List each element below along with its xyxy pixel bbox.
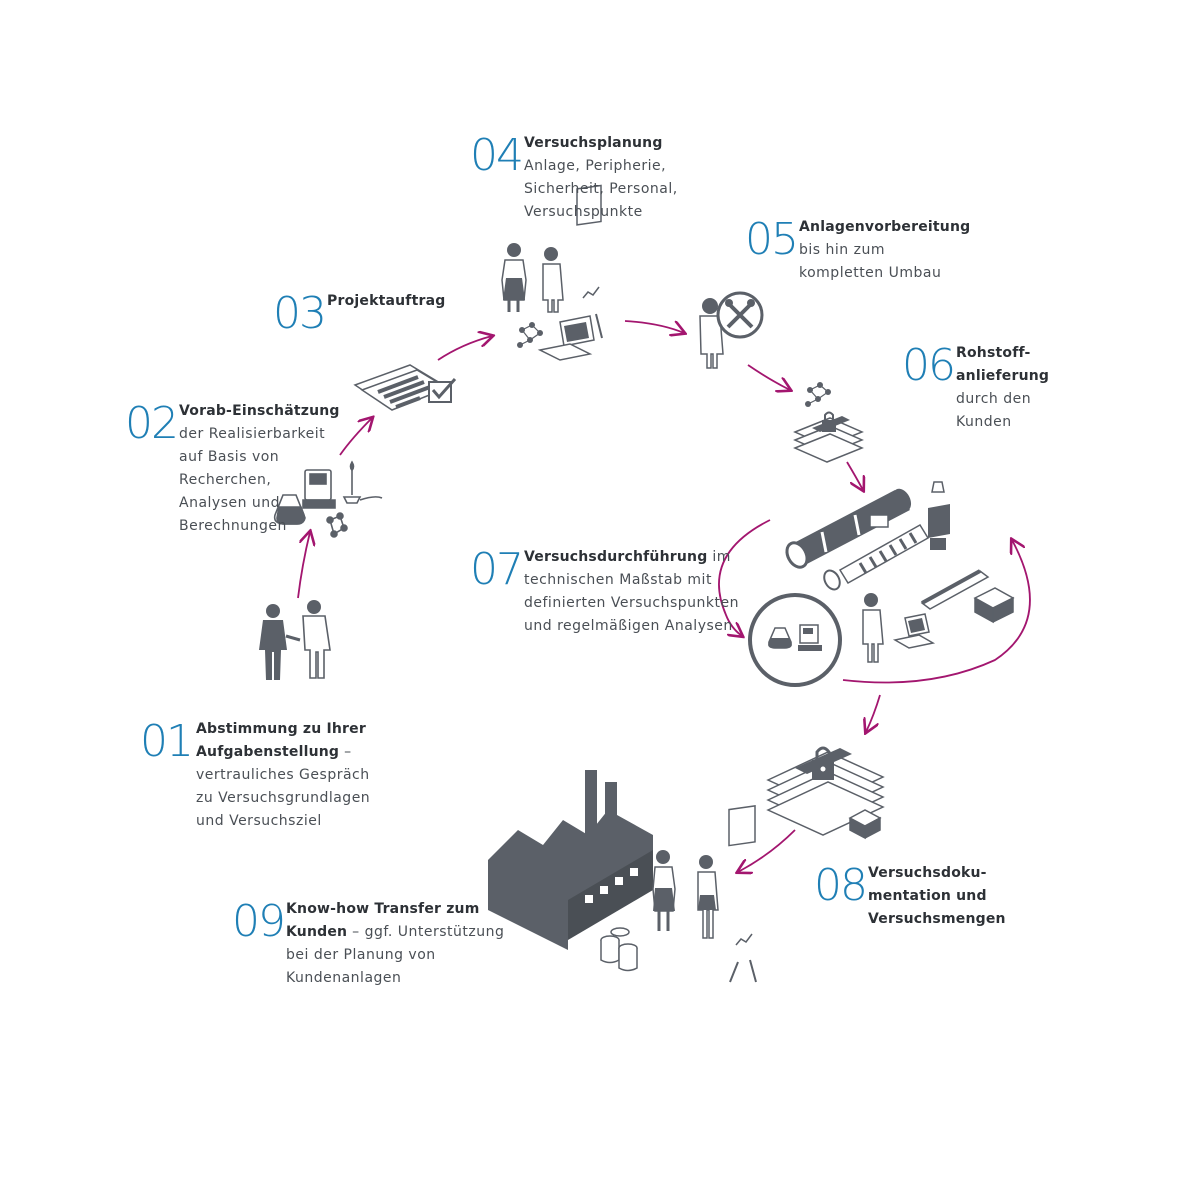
transfer-team-icon [653, 806, 756, 982]
step-desc-line: und Versuchsziel [196, 810, 396, 833]
step-desc-line: der Realisierbarkeit [179, 423, 379, 446]
step-desc-line: Sicherheit, Personal, [524, 178, 724, 201]
step-desc-line: und regelmäßigen Analysen [524, 615, 754, 638]
arrow-05-06 [748, 365, 790, 390]
step-desc-line: Kunden [956, 411, 1116, 434]
step-title-cont: Aufgabenstellung [196, 744, 339, 760]
step-title: Vorab-Einschätzung [179, 403, 340, 419]
pilot-plant-icon [750, 482, 1013, 685]
factory-icon [488, 770, 653, 971]
step-desc-line: Analysen und [179, 492, 379, 515]
step-desc-line: bis hin zum [799, 239, 999, 262]
step-desc-line: technischen Maßstab mit [524, 569, 754, 592]
step-title: Rohstoff- [956, 345, 1031, 361]
step-desc-line: Recherchen, [179, 469, 379, 492]
step-title: Know-how Transfer zum [286, 901, 480, 917]
step-title: Abstimmung zu Ihrer [196, 721, 366, 737]
step-number: 04 [470, 134, 522, 178]
arrow-06-07 [847, 462, 863, 490]
documentation-stack-icon [768, 748, 883, 838]
raw-material-delivery-icon [795, 382, 862, 462]
step-title-cont: Kunden [286, 924, 347, 940]
arrow-07-08 [866, 695, 880, 732]
step-title: Projektauftrag [327, 293, 445, 309]
step-number: 02 [125, 402, 177, 446]
step-number: 03 [273, 292, 325, 336]
step-desc-line: Berechnungen [179, 515, 379, 538]
step-title-suffix: – [339, 744, 351, 760]
step-desc-line: definierten Versuchspunkten [524, 592, 754, 615]
step-desc-line: Versuchspunkte [524, 201, 724, 224]
step-desc-line: zu Versuchsgrundlagen [196, 787, 396, 810]
step-title-suffix: – ggf. Unterstützung [347, 924, 504, 940]
step-title-suffix: im [707, 549, 730, 565]
step-number: 05 [745, 218, 797, 262]
technician-tools-icon [700, 293, 762, 368]
arrow-01-02 [298, 532, 310, 598]
step-title: Versuchsdurchführung [524, 549, 707, 565]
step-desc-line: durch den [956, 388, 1116, 411]
step-desc-line: bei der Planung von [286, 944, 506, 967]
step-title: Versuchsdoku- [868, 865, 987, 881]
step-title-cont: Versuchsmengen [868, 911, 1006, 927]
step-title: Anlagenvorbereitung [799, 219, 970, 235]
handshake-icon [259, 600, 330, 680]
step-desc-line: auf Basis von [179, 446, 379, 469]
step-desc-line: kompletten Umbau [799, 262, 999, 285]
step-title-cont: mentation und [868, 888, 987, 904]
step-desc-line: Anlage, Peripherie, [524, 155, 724, 178]
step-number: 01 [140, 720, 192, 764]
step-number: 09 [232, 900, 284, 944]
step-number: 06 [902, 344, 954, 388]
step-desc-line: Kundenanlagen [286, 967, 506, 990]
arrow-03-04 [438, 336, 492, 360]
step-desc-line: vertrauliches Gespräch [196, 764, 396, 787]
step-number: 07 [470, 548, 522, 592]
step-title-cont: anlieferung [956, 368, 1049, 384]
arrow-04-05 [625, 321, 684, 333]
step-number: 08 [814, 864, 866, 908]
step-title: Versuchsplanung [524, 135, 663, 151]
